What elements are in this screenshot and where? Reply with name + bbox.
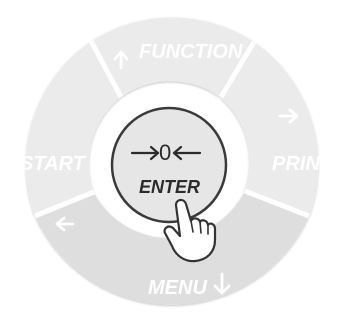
menu-label: MENU bbox=[148, 277, 207, 299]
start-label: START bbox=[20, 153, 87, 175]
print-label: PRINT bbox=[272, 153, 334, 175]
segment-separators bbox=[34, 39, 310, 219]
enter-label: ENTER bbox=[139, 177, 200, 197]
print-arrow-right-icon bbox=[278, 108, 299, 124]
print-button[interactable] bbox=[221, 42, 319, 216]
menu-arrow-down-icon bbox=[213, 272, 231, 295]
start-arrow-left-icon bbox=[55, 216, 75, 232]
enter-button[interactable]: 0 ENTER bbox=[110, 106, 228, 224]
zero-center-icon: 0 bbox=[130, 140, 202, 165]
function-arrow-up-icon bbox=[113, 50, 129, 70]
zero-symbol: 0 bbox=[159, 140, 171, 165]
function-button[interactable] bbox=[91, 17, 254, 97]
start-button[interactable] bbox=[25, 41, 121, 216]
pointing-hand-icon bbox=[163, 198, 217, 263]
function-label: FUNCTION bbox=[139, 41, 243, 63]
